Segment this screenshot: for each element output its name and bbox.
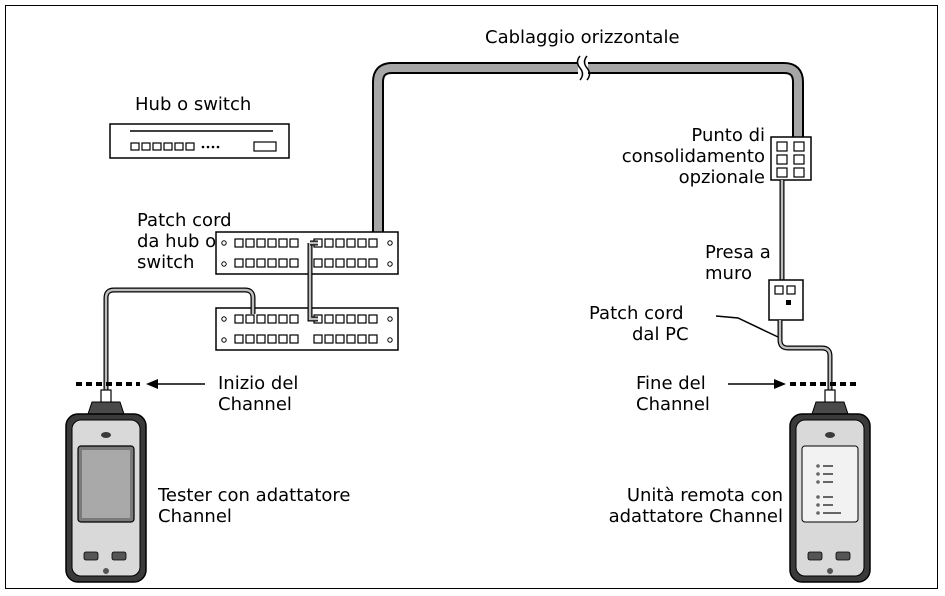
channel-end-label: Fine del Channel — [636, 373, 710, 415]
channel-start-label: Inizio del Channel — [218, 373, 299, 415]
horizontal-cabling-label: Cablaggio orizzontale — [485, 27, 680, 48]
hub-switch-device — [109, 123, 290, 159]
diagram-frame — [5, 5, 938, 589]
patch-cord-pc-leader — [715, 315, 779, 338]
patch-cord-pc-label: Patch cord dal PC — [589, 303, 689, 345]
horizontal-cable — [372, 55, 804, 232]
patch-cord-outlet-to-remote — [777, 320, 836, 404]
patch-cord-hub-to-tester — [100, 287, 256, 404]
consolidation-point — [770, 136, 812, 181]
tester-device — [65, 401, 147, 583]
panel-jumper-cable — [307, 240, 318, 322]
patch-panel-lower — [215, 307, 399, 351]
remote-label: Unità remota con adattatore Channel — [608, 485, 783, 527]
consolidation-point-label: Punto di consolidamento opzionale — [621, 125, 765, 188]
wall-outlet — [768, 279, 804, 321]
remote-device — [789, 401, 871, 583]
patch-cord-hub-label: Patch cord da hub o switch — [137, 210, 232, 273]
tester-label: Tester con adattatore Channel — [158, 485, 351, 527]
channel-end-arrow — [728, 379, 786, 389]
channel-start-arrow — [146, 379, 205, 389]
patch-panel-upper — [215, 231, 399, 275]
hub-switch-label: Hub o switch — [135, 94, 252, 115]
wall-outlet-label: Presa a muro — [705, 242, 771, 284]
